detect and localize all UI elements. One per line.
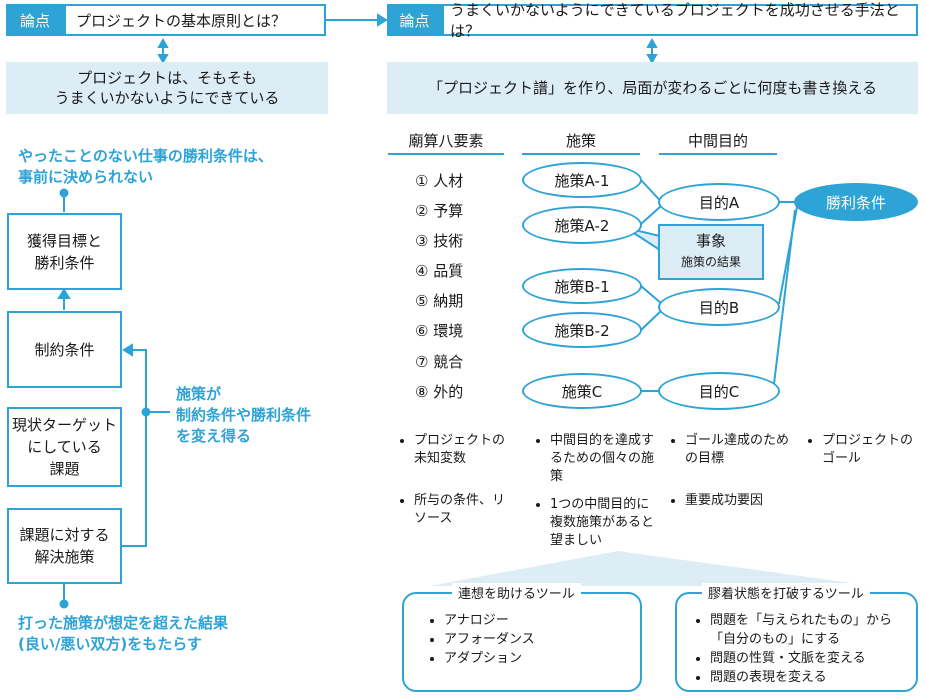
right-answer-panel: 「プロジェクト譜」を作り、局面が変わるごとに何度も書き換える [387,62,918,114]
constraint-box: 制約条件 [7,311,122,388]
tool-box-association-title: 連想を助けるツール [452,583,581,602]
event-callout: 事象 施策の結果 [658,224,764,280]
element-item: ③ 技術 [415,232,464,250]
col-head-elements: 廟算八要素 [388,130,504,155]
event-title: 事象 [695,232,726,250]
list-item: プロジェクトのゴール [822,432,922,468]
bullets-goals: ゴール達成のための目標 重要成功要因 [669,432,789,520]
victory-condition: 勝利条件 [794,183,918,221]
element-item: ② 予算 [415,202,464,220]
list-item: 中間目的を達成するための個々の施策 [550,432,654,486]
right-tag: 論点 [387,4,442,36]
left-answer-line2: うまくいかないようにできている [54,89,280,107]
target-box: 現状ターゲット にしている 課題 [7,407,122,487]
list-item: 1つの中間目的に複数施策があると望ましい [550,496,654,550]
measure-a2: 施策A-2 [522,206,642,244]
tool-box-association-items: アナロジー アフォーダンス アダプション [426,611,636,668]
element-item: ⑦ 競合 [415,353,464,371]
left-answer-line1: プロジェクトは、そもそも [77,69,257,87]
list-item: 所与の条件、リソース [414,492,510,528]
side-note: 施策が 制約条件や勝利条件 を変え得る [176,385,312,445]
list-item: 重要成功要因 [685,492,789,510]
col-head-goals: 中間目的 [659,130,777,155]
element-item: ⑤ 納期 [415,292,464,310]
goal-b: 目的B [658,288,780,326]
right-question: うまくいかないようにできているプロジェクトを成功させる手法とは？ [442,1,918,40]
element-item: ⑧ 外的 [415,383,464,401]
measure-b2: 施策B-2 [522,312,642,348]
measure-c: 施策C [522,373,642,409]
list-item: アフォーダンス [444,630,636,649]
measure-b1: 施策B-1 [522,268,642,304]
list-item: ゴール達成のための目標 [685,432,789,468]
measure-a1: 施策A-1 [522,162,642,198]
goal-a: 目的A [658,183,780,221]
element-item: ① 人材 [415,172,464,190]
list-item: 問題を「与えられたもの」から「自分のもの」にする [710,611,914,649]
bullets-measures: 中間目的を達成するための個々の施策 1つの中間目的に複数施策があると望ましい [534,432,654,560]
bullets-victory: プロジェクトのゴール [806,432,922,478]
top-note: やったことのない仕事の勝利条件は、 事前に決められない [18,147,273,186]
event-sub: 施策の結果 [680,255,741,269]
list-item: 問題の表現を変える [710,668,914,687]
left-question: プロジェクトの基本原則とは？ [64,4,326,36]
bottom-note: 打った施策が想定を超えた結果 (良い/悪い双方)をもたらす [18,614,229,653]
left-tag: 論点 [6,4,64,36]
left-answer-panel: プロジェクトは、そもそも うまくいかないようにできている [6,62,328,114]
tool-box-deadlock-title: 膠着状態を打破するツール [702,583,870,602]
tool-box-deadlock-items: 問題を「与えられたもの」から「自分のもの」にする 問題の性質・文脈を変える 問題… [692,611,914,687]
list-item: 問題の性質・文脈を変える [710,649,914,668]
solution-box: 課題に対する 解決施策 [7,508,122,584]
list-item: アダプション [444,649,636,668]
bullets-elements: プロジェクトの未知変数 所与の条件、リソース [398,432,510,538]
list-item: アナロジー [444,611,636,630]
goal-box: 獲得目標と 勝利条件 [7,213,122,290]
element-item: ⑥ 環境 [415,322,464,340]
col-head-measures: 施策 [522,130,640,155]
goal-c: 目的C [658,372,780,410]
element-item: ④ 品質 [415,262,464,280]
list-item: プロジェクトの未知変数 [414,432,510,468]
